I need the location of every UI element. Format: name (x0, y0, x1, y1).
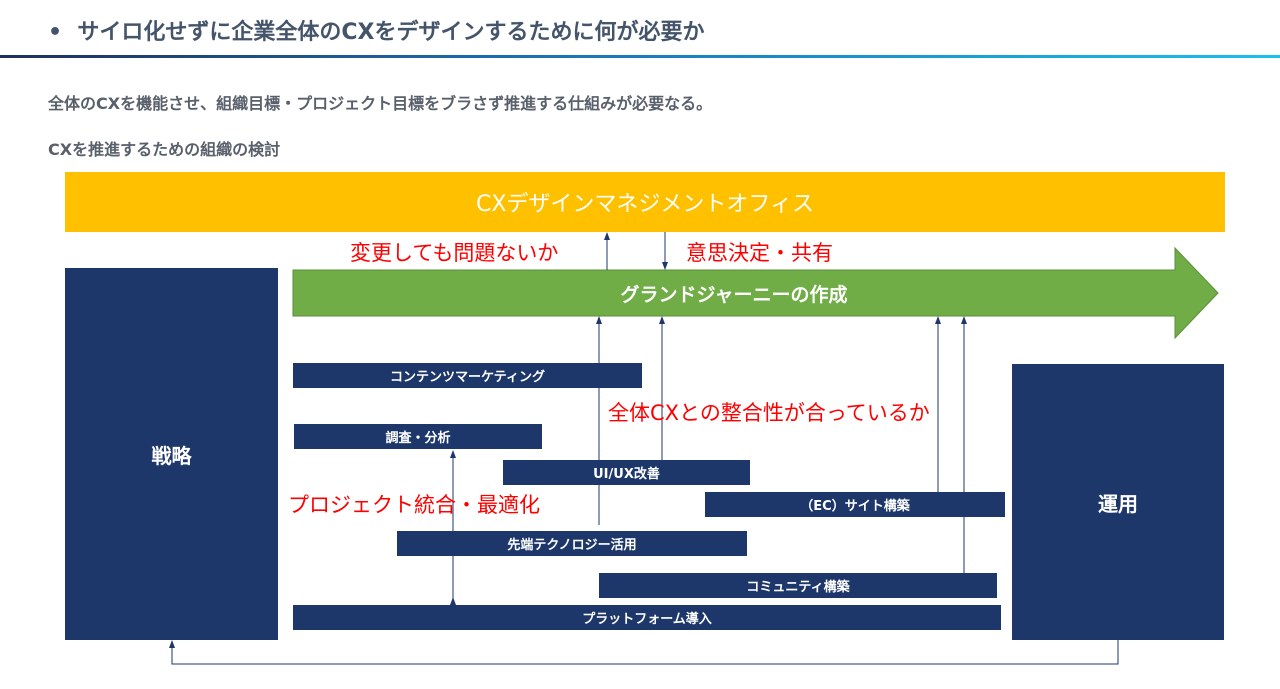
decision-share-label: 意思決定・共有 (686, 241, 833, 265)
project-bar: コミュニティ構築 (599, 573, 997, 598)
project-bar: 調査・分析 (294, 424, 542, 449)
strategy-box: 戦略 (65, 268, 278, 640)
change-question-label: 変更しても問題ないか (350, 241, 559, 265)
page-title: • サイロ化せずに企業全体のCXをデザインするために何が必要か (48, 14, 705, 46)
cx-design-management-office: CXデザインマネジメントオフィス (65, 172, 1225, 232)
project-bar: プラットフォーム導入 (293, 605, 1001, 630)
section-title: CXを推進するための組織の検討 (48, 140, 281, 159)
bullet: • (48, 20, 63, 45)
grand-journey-arrow (292, 246, 1219, 340)
subtitle: 全体のCXを機能させ、組織目標・プロジェクト目標をブラさず推進する仕組みが必要な… (48, 94, 713, 113)
project-bar: 先端テクノロジー活用 (397, 531, 747, 556)
alignment-question-label: 全体CXとの整合性が合っているか (608, 401, 930, 425)
project-bar: （EC）サイト構築 (705, 492, 1005, 517)
project-bar: UI/UX改善 (503, 460, 750, 485)
integration-label: プロジェクト統合・最適化 (288, 493, 540, 517)
grand-journey-label: グランドジャーニーの作成 (620, 283, 848, 306)
operations-box: 運用 (1012, 364, 1224, 640)
title-text: サイロ化せずに企業全体のCXをデザインするために何が必要か (77, 20, 705, 45)
project-bar: コンテンツマーケティング (293, 363, 642, 388)
feedback-loop-line (169, 640, 1119, 665)
title-divider (0, 55, 1280, 58)
